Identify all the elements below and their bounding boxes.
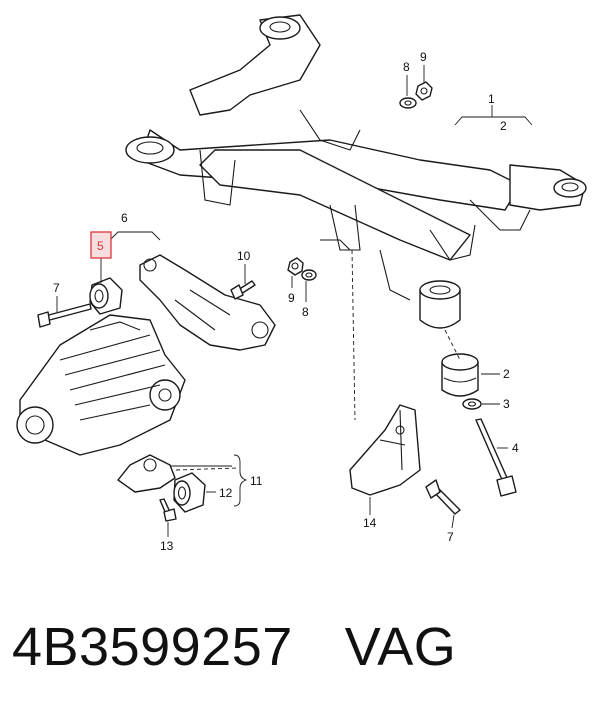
bolt-part-13 bbox=[159, 498, 177, 522]
rubber-bushing-part-12 bbox=[173, 472, 206, 513]
exploded-parts-diagram: 1 2 2 3 4 5 6 7 7 8 8 9 9 10 11 12 13 14 bbox=[16, 14, 587, 553]
bolt-part-10 bbox=[230, 280, 256, 300]
callout-9-top: 9 bbox=[420, 50, 427, 64]
differential-housing bbox=[16, 314, 186, 456]
nut-part-9-mid bbox=[287, 257, 304, 276]
callout-3: 3 bbox=[503, 397, 510, 411]
bolt-part-4 bbox=[475, 418, 517, 497]
leader-lines bbox=[56, 65, 533, 537]
callout-7-bottom: 7 bbox=[447, 530, 454, 544]
rear-bracket-part-11 bbox=[117, 454, 176, 493]
brand-name: VAG bbox=[344, 617, 457, 677]
callout-11: 11 bbox=[250, 474, 263, 488]
callout-5: 5 bbox=[97, 239, 104, 253]
assembly-line-mount bbox=[444, 329, 461, 361]
callout-8-top: 8 bbox=[403, 60, 410, 74]
highlight-box bbox=[90, 231, 112, 259]
subframe bbox=[125, 14, 587, 329]
callout-9-mid: 9 bbox=[288, 291, 295, 305]
callout-2-right: 2 bbox=[503, 367, 510, 381]
callout-7-left: 7 bbox=[53, 281, 60, 295]
callout-2-top: 2 bbox=[500, 119, 507, 133]
bolt-part-7-bottom bbox=[425, 479, 461, 515]
callout-1: 1 bbox=[488, 92, 495, 106]
callout-8-mid: 8 bbox=[302, 305, 309, 319]
heat-shield-part-14 bbox=[349, 404, 421, 496]
rubber-bushing-part-5 bbox=[89, 277, 123, 315]
callout-14: 14 bbox=[363, 516, 377, 530]
differential-mount-bracket bbox=[139, 254, 276, 351]
washer-part-8-mid bbox=[301, 269, 317, 281]
callout-6: 6 bbox=[121, 211, 128, 225]
callout-4: 4 bbox=[512, 441, 519, 455]
washer-part-3 bbox=[462, 398, 482, 410]
assembly-line-bushing-12 bbox=[175, 467, 239, 471]
callout-numbers: 1 2 2 3 4 5 6 7 7 8 8 9 9 10 11 12 13 14 bbox=[53, 50, 519, 553]
bolt-part-7-left bbox=[37, 303, 92, 328]
callout-13: 13 bbox=[160, 539, 174, 553]
rubber-mount-part-2 bbox=[441, 353, 479, 397]
nut-part-9-top bbox=[415, 81, 433, 101]
callout-10: 10 bbox=[237, 249, 251, 263]
assembly-line-center bbox=[351, 249, 356, 421]
washer-part-8-top bbox=[399, 97, 417, 109]
part-number: 4B3599257 bbox=[12, 617, 293, 677]
part-caption: 4B3599257 VAG bbox=[12, 612, 592, 682]
callout-12: 12 bbox=[219, 486, 233, 500]
